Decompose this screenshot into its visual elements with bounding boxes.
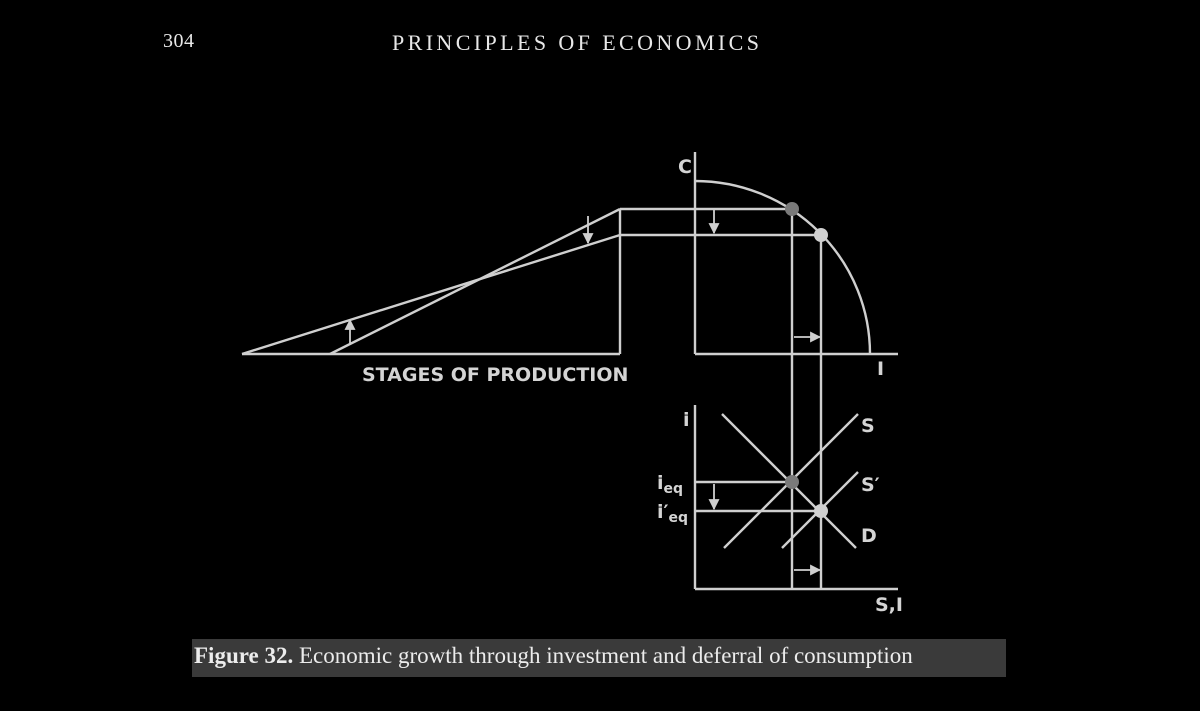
- ppf-y-axis-label: C: [678, 156, 692, 178]
- i-eq-subscript: eq: [664, 481, 684, 497]
- caption-text: Economic growth through investment and d…: [293, 643, 913, 668]
- figure-number: Figure 32.: [194, 643, 294, 668]
- i-eq-prime-base: i′: [657, 501, 669, 523]
- demand-label: D: [861, 525, 877, 547]
- market-x-axis-label: S,I: [875, 594, 903, 616]
- ppf-curve: [694, 179, 872, 355]
- ppf-point-initial: [785, 202, 799, 216]
- market-y-axis-label: i: [683, 409, 690, 431]
- i-eq-label: ieq: [657, 472, 683, 497]
- ppf-x-axis-label: I: [877, 358, 884, 380]
- i-eq-prime-subscript: eq: [669, 510, 689, 526]
- i-eq-base: i: [657, 472, 664, 494]
- supply-label: S: [861, 415, 875, 437]
- supply-shifted-label: S′: [861, 474, 880, 496]
- page-number: 304: [163, 30, 195, 52]
- stages-of-production-label: STAGES OF PRODUCTION: [362, 364, 628, 386]
- running-title: PRINCIPLES OF ECONOMICS: [392, 30, 763, 55]
- i-eq-prime-label: i′eq: [657, 501, 688, 526]
- market-point-initial: [785, 475, 799, 489]
- ppf-point-new: [814, 228, 828, 242]
- figure-caption: Figure 32. Economic growth through inves…: [192, 639, 1006, 677]
- market-point-new: [814, 504, 828, 518]
- triangle-hypotenuse-old: [241, 233, 621, 356]
